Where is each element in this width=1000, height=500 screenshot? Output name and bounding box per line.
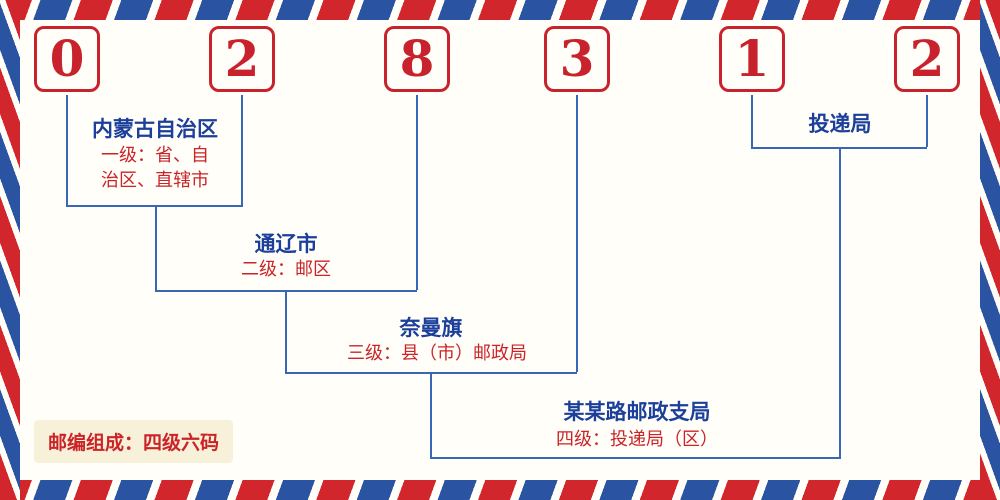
connector-digit1-down xyxy=(66,95,68,205)
digit-box-6: 2 xyxy=(894,26,960,92)
connector-level3-level4 xyxy=(430,372,432,457)
connector-digit2-down xyxy=(241,95,243,205)
digit-box-3: 8 xyxy=(384,26,450,92)
connector-level1-level2 xyxy=(155,205,157,290)
connector-digit5-down xyxy=(751,95,753,147)
airmail-border-bottom xyxy=(0,480,1000,500)
level1-desc: 一级：省、自治区、直辖市 xyxy=(101,145,209,192)
airmail-border-top xyxy=(0,0,1000,20)
digit-box-2: 2 xyxy=(209,26,275,92)
airmail-border-right xyxy=(980,0,1000,500)
connector-digit4-down xyxy=(576,95,578,372)
level1-name: 内蒙古自治区 xyxy=(92,117,218,141)
airmail-border-left xyxy=(0,0,20,500)
digit-box-4: 3 xyxy=(544,26,610,92)
level4-name: 某某路邮政支局 xyxy=(563,400,711,424)
level4-desc: 四级：投递局（区） xyxy=(556,429,718,450)
connector-digit6-down xyxy=(926,95,928,147)
connector-delivery-bracket xyxy=(751,147,927,149)
level3-name: 奈曼旗 xyxy=(399,316,463,340)
level2-name: 通辽市 xyxy=(254,232,318,256)
composition-note: 邮编组成：四级六码 xyxy=(34,420,234,463)
connector-level4-delivery xyxy=(839,147,841,457)
digit-box-5: 1 xyxy=(719,26,785,92)
delivery-bureau-label: 投递局 xyxy=(808,112,872,136)
connector-level1-bracket xyxy=(66,205,243,207)
connector-digit3-down xyxy=(416,95,418,290)
level2-desc: 二级：邮区 xyxy=(241,259,331,280)
digit-box-1: 0 xyxy=(34,26,100,92)
connector-level2-level3 xyxy=(285,290,287,372)
connector-level4-bracket xyxy=(430,457,841,459)
level3-desc: 三级：县（市）邮政局 xyxy=(347,343,527,364)
